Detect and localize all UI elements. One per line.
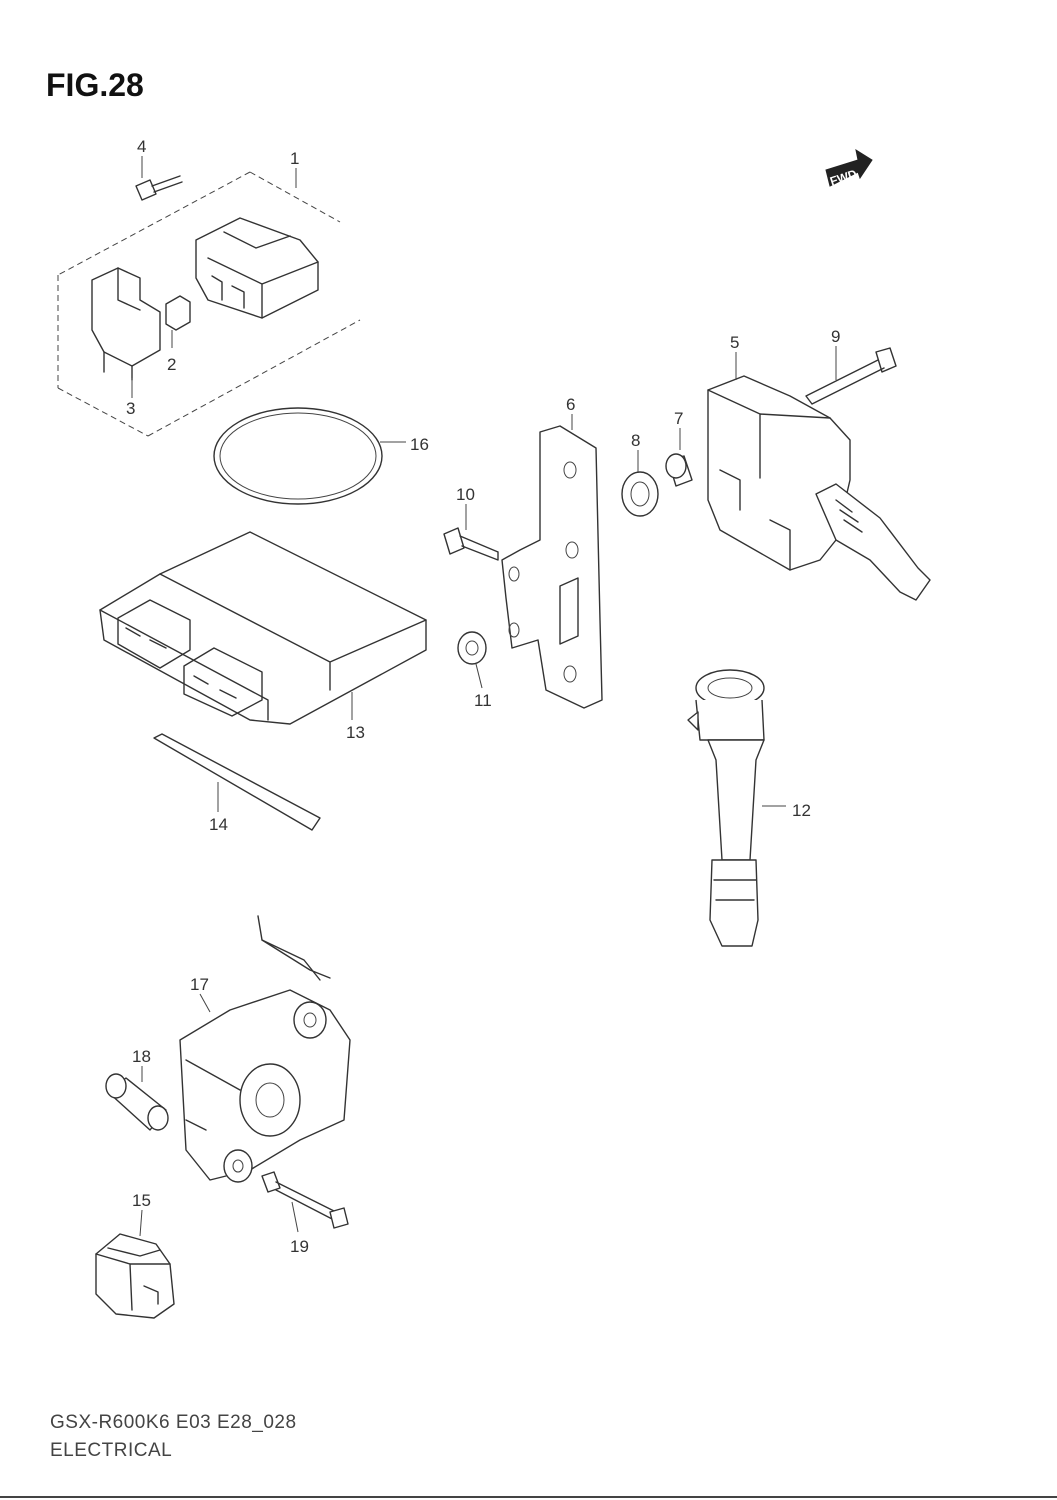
part-throttle-sensor <box>179 915 351 1183</box>
callout-1: 1 <box>290 149 299 168</box>
footer-code: GSX-R600K6 E03 E28_028 <box>50 1412 297 1433</box>
callout-11: 11 <box>474 691 492 710</box>
part-ecm-unit <box>99 531 427 725</box>
figure-title: FIG.28 <box>46 67 144 103</box>
part-rubber-band <box>213 407 383 505</box>
callout-8: 8 <box>631 431 640 450</box>
part-fuse-box-assembly <box>57 171 361 437</box>
callout-6: 6 <box>566 395 575 414</box>
callout-9: 9 <box>831 327 840 346</box>
callout-18: 18 <box>132 1047 151 1066</box>
part-bolt-9 <box>805 347 897 405</box>
part-bracket <box>501 425 603 709</box>
fwd-direction-badge: FWD <box>825 148 873 189</box>
part-bolt-10 <box>443 527 499 561</box>
callout-17: 17 <box>190 975 209 994</box>
part-grommet-8 <box>621 471 659 517</box>
footer-section: ELECTRICAL <box>50 1440 172 1461</box>
part-sensor-cylinder-18 <box>105 1073 169 1131</box>
callout-10: 10 <box>456 485 475 504</box>
callout-labels: 1 2 3 4 5 6 7 8 9 10 11 12 13 14 15 16 1… <box>126 137 840 1256</box>
callout-3: 3 <box>126 399 135 418</box>
callout-14: 14 <box>209 815 228 834</box>
part-sensor-15 <box>95 1233 175 1319</box>
part-collar-7 <box>665 453 693 487</box>
part-ignition-coil <box>687 669 765 947</box>
leader-lines <box>131 156 837 1237</box>
callout-19: 19 <box>290 1237 309 1256</box>
callout-16: 16 <box>410 435 429 454</box>
callout-12: 12 <box>792 801 811 820</box>
callout-13: 13 <box>346 723 365 742</box>
part-screw-19 <box>261 1171 349 1229</box>
part-strap <box>153 733 321 831</box>
part-nut-11 <box>457 631 487 665</box>
callout-4: 4 <box>137 137 146 156</box>
callout-2: 2 <box>167 355 176 374</box>
part-regulator-5 <box>707 375 931 601</box>
callout-7: 7 <box>674 409 683 428</box>
callout-15: 15 <box>132 1191 151 1210</box>
callout-5: 5 <box>730 333 739 352</box>
